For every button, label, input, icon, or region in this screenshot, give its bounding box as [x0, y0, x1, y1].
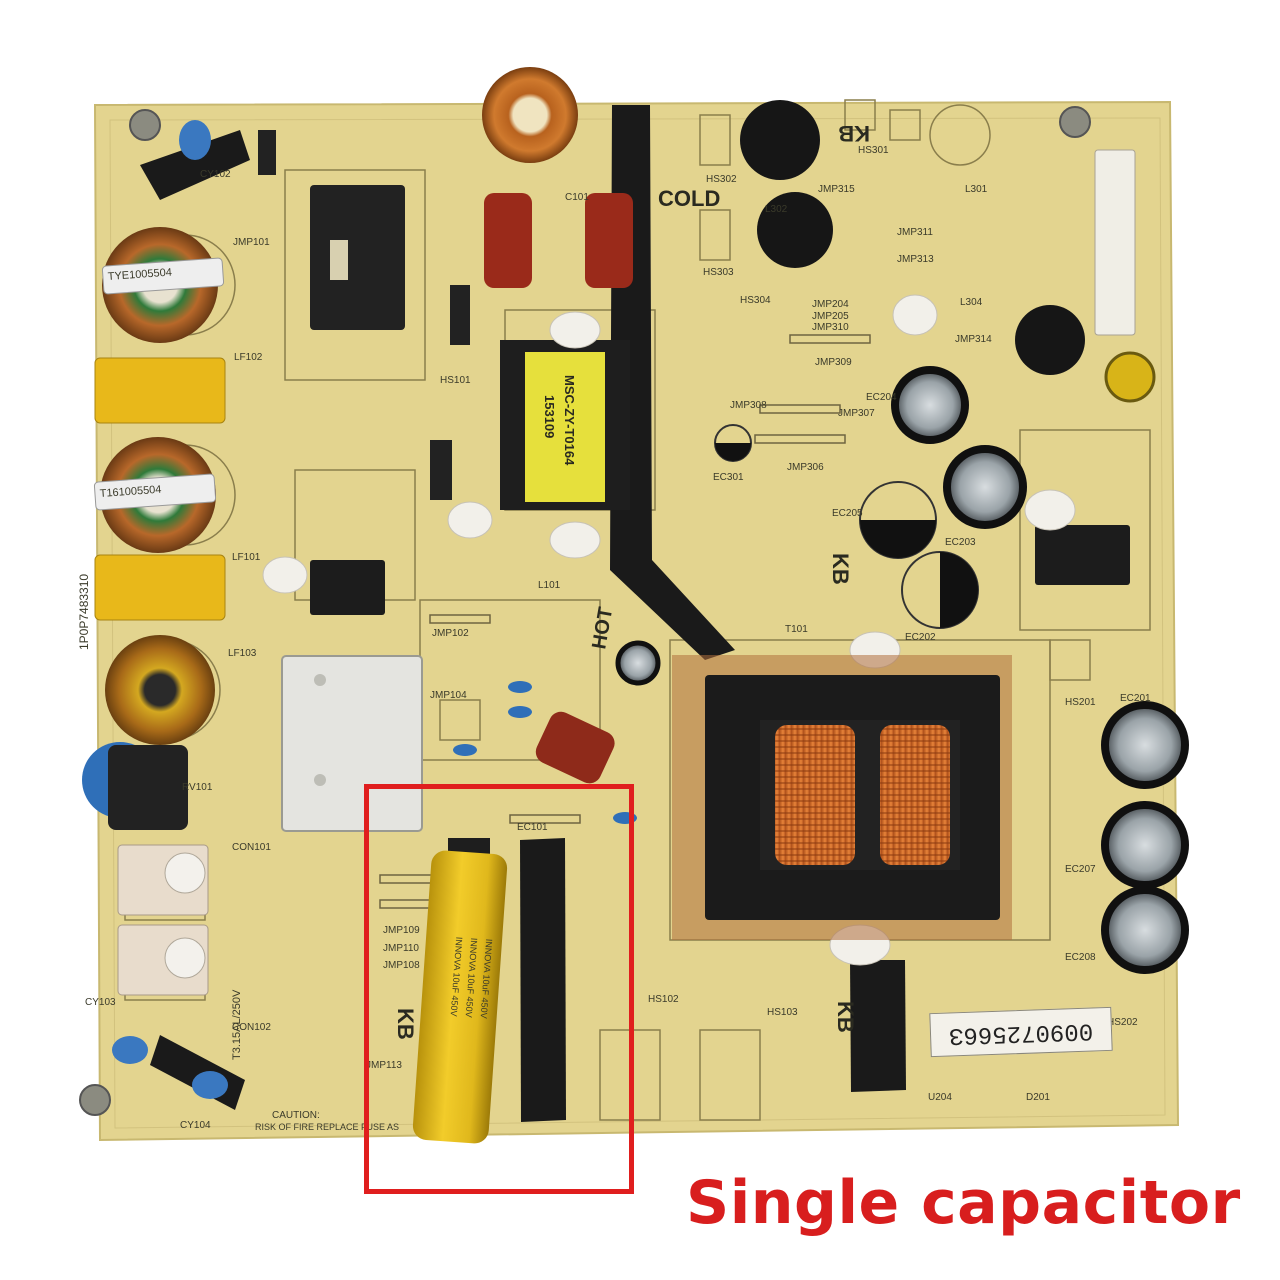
highlight-box	[364, 784, 634, 1194]
svg-text:JMP313: JMP313	[897, 254, 934, 265]
svg-text:HS202: HS202	[1107, 1017, 1138, 1028]
main-transformer	[672, 655, 1012, 940]
svg-text:EC301: EC301	[713, 472, 744, 483]
svg-text:EC207: EC207	[1065, 864, 1096, 875]
common-mode-choke-2	[93, 437, 217, 553]
serial-number: 009072566З	[948, 1015, 1094, 1049]
svg-text:LF101: LF101	[232, 552, 261, 563]
svg-text:EC101: EC101	[517, 822, 548, 833]
part-labels: CY102 CY103 CY104 LF102 LF101 LF103 RV10…	[85, 145, 1151, 1131]
transformer-marking-1: MSC-ZY-T0164	[562, 375, 577, 466]
svg-text:JMP110: JMP110	[383, 943, 419, 954]
svg-text:CY103: CY103	[85, 997, 116, 1008]
svg-text:CON101: CON101	[232, 842, 271, 853]
svg-text:RV101: RV101	[182, 782, 213, 793]
input-connectors	[117, 844, 209, 996]
svg-text:HS301: HS301	[858, 145, 889, 156]
fuse-rating: T3.15AL/250V	[231, 989, 243, 1060]
svg-text:EC208: EC208	[1065, 952, 1096, 963]
svg-text:HS304: HS304	[740, 295, 771, 306]
svg-text:L304: L304	[960, 297, 983, 308]
svg-text:KB: KB	[833, 1001, 858, 1033]
svg-text:L301: L301	[965, 184, 988, 195]
svg-text:C101: C101	[565, 192, 589, 203]
board-edge-text: 1P0P7483310	[77, 574, 91, 650]
x-capacitors	[94, 357, 226, 621]
transformer-marking-2: 153109	[542, 395, 557, 438]
power-transistors	[310, 525, 1130, 615]
svg-text:JMP311: JMP311	[897, 227, 933, 238]
coil-tag-1: TYE1005504	[107, 267, 172, 283]
serial-number-sticker: 009072566З	[929, 1006, 1113, 1058]
output-connector	[1094, 149, 1136, 336]
common-mode-choke-1	[101, 227, 225, 343]
svg-text:JMP109: JMP109	[383, 925, 420, 936]
svg-text:L302: L302	[765, 204, 788, 215]
svg-text:EC204: EC204	[866, 392, 897, 403]
svg-text:JMP314: JMP314	[955, 334, 992, 345]
single-capacitor: INNOVA 10uF 450V INNOVA 10uF 450V INNOVA…	[412, 838, 508, 1144]
fuse-warning-text: RISK OF FIRE REPLACE FUSE AS	[255, 1122, 399, 1132]
auxiliary-transformer: MSC-ZY-T0164 153109	[500, 340, 630, 510]
svg-text:EC201: EC201	[1120, 693, 1151, 704]
svg-text:JMP204: JMP204	[812, 299, 849, 310]
top-toroid-inductor	[482, 67, 578, 163]
svg-text:CY102: CY102	[200, 169, 231, 180]
capacitor-footprints	[714, 424, 979, 629]
svg-text:JMP306: JMP306	[787, 462, 824, 473]
coil-tag-2: T161005504	[99, 484, 161, 500]
svg-text:U204: U204	[928, 1092, 952, 1103]
svg-text:KB: KB	[838, 121, 870, 146]
svg-text:KB: KB	[393, 1008, 418, 1040]
svg-text:JMP308: JMP308	[730, 400, 767, 411]
svg-text:JMP205: JMP205	[812, 311, 849, 322]
svg-text:EC205: EC205	[832, 508, 863, 519]
svg-text:HS102: HS102	[648, 994, 679, 1005]
common-mode-choke-3	[105, 635, 215, 745]
caption: Single capacitor	[686, 1168, 1241, 1238]
diodes	[258, 130, 470, 500]
svg-text:JMP104: JMP104	[430, 690, 467, 701]
kb-marks: KB KB KB KB	[393, 121, 870, 1040]
svg-text:JMP113: JMP113	[366, 1060, 402, 1071]
svg-text:T101: T101	[785, 624, 808, 635]
svg-text:JMP315: JMP315	[818, 184, 855, 195]
electrolytic-capacitors	[615, 100, 1189, 974]
svg-text:EC202: EC202	[905, 632, 936, 643]
svg-text:KB: KB	[828, 553, 853, 585]
svg-text:HS101: HS101	[440, 375, 471, 386]
cold-label: COLD	[658, 186, 720, 211]
svg-text:CY104: CY104	[180, 1120, 211, 1131]
svg-text:LF103: LF103	[228, 648, 257, 659]
svg-text:JMP310: JMP310	[812, 322, 849, 333]
svg-text:L101: L101	[538, 580, 561, 591]
svg-text:CON102: CON102	[232, 1022, 271, 1033]
svg-text:D201: D201	[1026, 1092, 1050, 1103]
svg-text:JMP108: JMP108	[383, 960, 420, 971]
svg-text:JMP307: JMP307	[838, 408, 875, 419]
bridge-rectifier	[310, 185, 405, 330]
svg-text:HS303: HS303	[703, 267, 734, 278]
svg-text:JMP309: JMP309	[815, 357, 852, 368]
svg-text:JMP102: JMP102	[432, 628, 469, 639]
svg-text:EC203: EC203	[945, 537, 976, 548]
svg-text:HS201: HS201	[1065, 697, 1096, 708]
svg-text:HS302: HS302	[706, 174, 737, 185]
film-capacitors	[484, 193, 633, 784]
svg-text:HS103: HS103	[767, 1007, 798, 1018]
y-capacitors	[82, 120, 637, 1099]
svg-text:LF102: LF102	[234, 352, 263, 363]
isolation-slots	[140, 105, 906, 1122]
svg-text:JMP101: JMP101	[233, 237, 270, 248]
caution-text: CAUTION:	[272, 1110, 320, 1121]
mounting-screws	[79, 106, 1091, 1116]
